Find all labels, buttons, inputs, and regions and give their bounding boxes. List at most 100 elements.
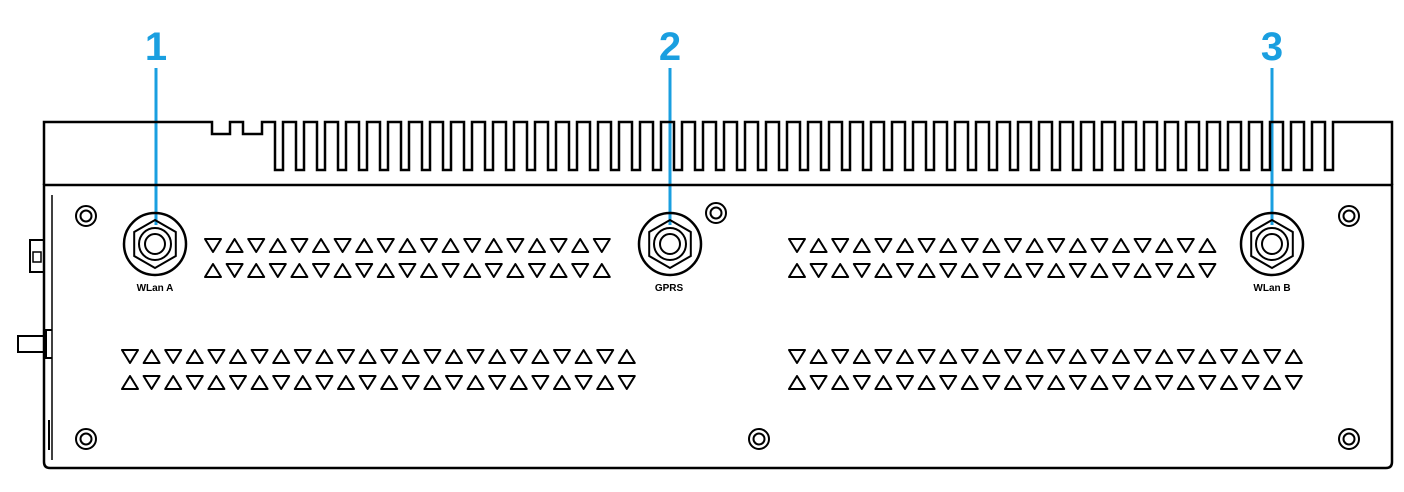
vent-triangle-icon — [312, 263, 330, 278]
vent-triangle-icon — [401, 375, 420, 390]
vent-triangle-icon — [831, 263, 850, 278]
vent-triangle-icon — [917, 349, 936, 364]
vent-triangle-icon — [960, 263, 979, 278]
vent-triangle-icon — [358, 375, 377, 390]
vent-triangle-icon — [466, 375, 485, 390]
vent-triangle-icon — [1155, 238, 1174, 253]
vent-triangle-icon — [441, 238, 460, 253]
vent-triangle-icon — [333, 263, 352, 278]
screw-icon — [75, 205, 97, 227]
vent-triangle-icon — [204, 238, 222, 253]
callout-number-2: 2 — [659, 25, 681, 69]
screw-icon — [75, 428, 97, 450]
vent-triangle-icon — [831, 375, 850, 390]
vent-triangle-icon — [831, 238, 850, 253]
vent-triangle-icon — [549, 263, 568, 278]
vent-triangle-icon — [874, 375, 893, 390]
port-label-wlan-b: WLan B — [1253, 283, 1290, 294]
screw-icon — [1338, 428, 1360, 450]
vent-triangle-icon — [574, 375, 593, 390]
callout-number-3: 3 — [1261, 25, 1283, 69]
vent-triangle-icon — [531, 349, 550, 364]
vent-triangle-icon — [1025, 263, 1044, 278]
vent-triangle-icon — [380, 375, 399, 390]
vent-triangle-icon — [463, 263, 482, 278]
vent-triangle-icon — [1284, 349, 1303, 364]
vent-triangle-icon — [185, 349, 204, 364]
vent-triangle-icon — [960, 238, 979, 253]
vent-triangle-icon — [1176, 375, 1195, 390]
vent-triangle-icon — [874, 349, 893, 364]
vent-triangle-icon — [272, 349, 291, 364]
screw-icon — [705, 202, 727, 224]
vent-triangle-icon — [355, 238, 374, 253]
vent-triangle-icon — [788, 238, 806, 253]
vent-triangle-icon — [1068, 349, 1087, 364]
vent-triangle-icon — [1112, 349, 1130, 364]
vent-triangle-icon — [420, 263, 438, 278]
vent-triangle-icon — [484, 263, 503, 278]
vent-triangle-icon — [960, 349, 979, 364]
vent-triangle-icon — [571, 263, 590, 278]
heatsink-outline — [42, 120, 1394, 185]
vent-grilles — [121, 238, 1303, 390]
vent-triangle-icon — [204, 263, 222, 278]
screw-icon — [1338, 205, 1360, 227]
vent-triangle-icon — [1220, 375, 1238, 390]
antenna-connector-icon — [1239, 211, 1305, 277]
vent-triangle-icon — [571, 238, 590, 253]
front-panel — [42, 183, 1394, 470]
vent-triangle-icon — [445, 349, 463, 364]
vent-triangle-icon — [553, 375, 571, 390]
vent-triangle-icon — [896, 349, 914, 364]
vent-triangle-icon — [1133, 238, 1152, 253]
vent-triangle-icon — [1112, 238, 1130, 253]
vent-triangle-icon — [874, 238, 893, 253]
vent-triangle-icon — [358, 349, 377, 364]
vent-triangle-icon — [312, 238, 330, 253]
vent-triangle-icon — [982, 349, 1001, 364]
vent-triangle-icon — [1090, 238, 1109, 253]
device-housing — [17, 120, 1394, 470]
vent-triangle-icon — [982, 263, 1001, 278]
vent-triangle-icon — [355, 263, 374, 278]
vent-triangle-icon — [272, 375, 291, 390]
vent-triangle-icon — [398, 238, 417, 253]
vent-triangle-icon — [852, 375, 871, 390]
vent-triangle-icon — [1284, 375, 1303, 390]
vent-triangle-icon — [268, 263, 287, 278]
vent-triangle-icon — [1155, 375, 1174, 390]
vent-triangle-icon — [1025, 238, 1044, 253]
vent-triangle-icon — [1241, 349, 1260, 364]
vent-triangle-icon — [574, 349, 593, 364]
vent-triangle-icon — [939, 349, 958, 364]
vent-triangle-icon — [1198, 375, 1217, 390]
vent-triangle-icon — [788, 349, 806, 364]
vent-triangle-icon — [401, 349, 420, 364]
vent-triangle-icon — [917, 375, 936, 390]
vent-triangle-icon — [596, 349, 615, 364]
vent-triangle-icon — [315, 349, 334, 364]
vent-triangle-icon — [463, 238, 482, 253]
vent-triangle-icon — [376, 263, 395, 278]
antenna-connector-icon — [637, 211, 703, 277]
vent-triangle-icon — [268, 238, 287, 253]
vent-triangle-icon — [1176, 263, 1195, 278]
vent-triangle-icon — [1241, 375, 1260, 390]
vent-triangle-icon — [164, 375, 183, 390]
antenna-connectors — [122, 211, 1305, 277]
vent-triangle-icon — [549, 238, 568, 253]
vent-triangle-icon — [164, 349, 183, 364]
vent-triangle-icon — [445, 375, 463, 390]
vent-triangle-icon — [1133, 375, 1152, 390]
vent-triangle-icon — [1112, 375, 1130, 390]
callout-number-1: 1 — [145, 25, 167, 69]
vent-triangle-icon — [1004, 375, 1022, 390]
vent-triangle-icon — [225, 263, 244, 278]
vent-triangle-icon — [509, 349, 528, 364]
vent-triangle-icon — [939, 238, 958, 253]
vent-triangle-icon — [207, 349, 226, 364]
vent-triangle-icon — [506, 238, 525, 253]
side-tab-mid-outer — [17, 335, 44, 353]
vent-triangle-icon — [1198, 238, 1217, 253]
